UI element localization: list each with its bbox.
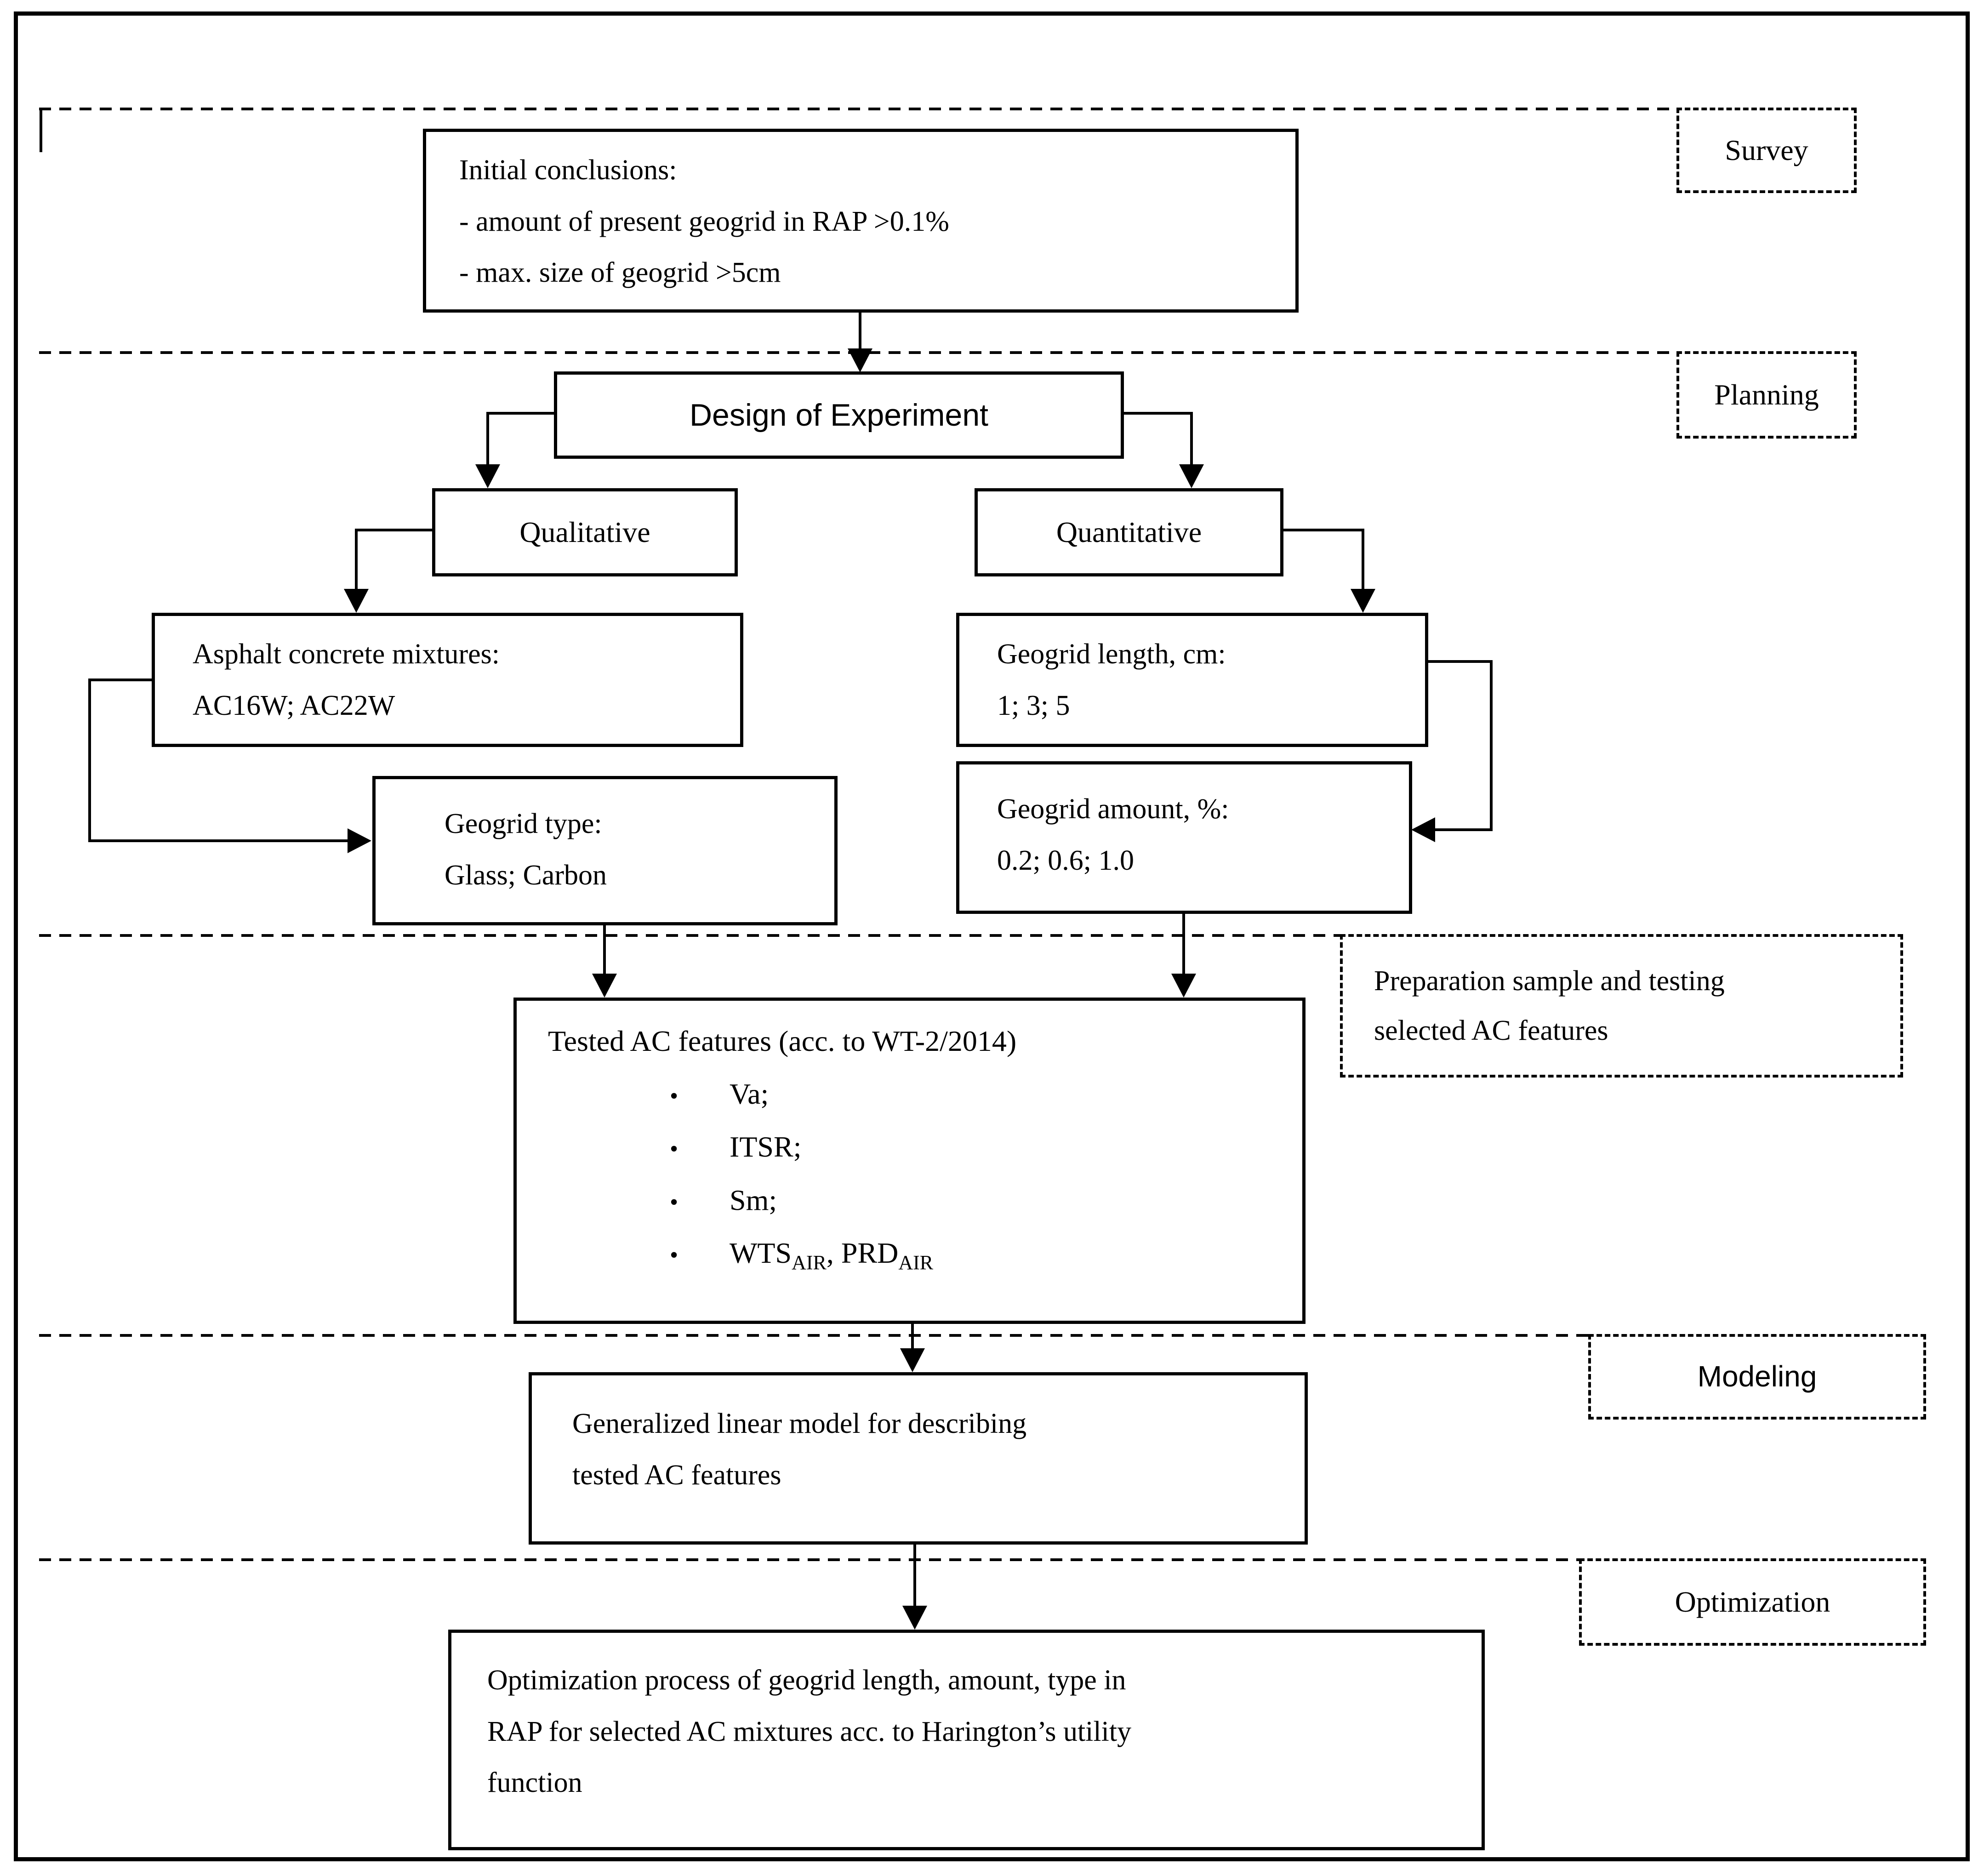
phase-label-modeling: Modeling [1588,1334,1926,1420]
connector-qualitative-to-asphalt-v [355,529,358,591]
initial-conclusions-line2: - amount of present geogrid in RAP >0.1% [459,205,949,237]
cursor-artifact [40,108,42,152]
geogrid-length-line1: Geogrid length, cm: [997,639,1226,670]
connector-quantitative-to-length-h [1283,529,1364,531]
phase-label-preparation: Preparation sample and testing selected … [1340,934,1903,1078]
arrowhead-type-to-tested [592,974,617,998]
geogrid-amount-box: Geogrid amount, %: 0.2; 0.6; 1.0 [956,761,1412,914]
connector-length-to-amount-h2 [1435,828,1493,831]
tested-ac-item: • Sm; [670,1174,1293,1226]
preparation-label-line1: Preparation sample and testing [1374,965,1725,997]
bullet-icon: • [670,1189,678,1215]
connector-glm-to-optimization [913,1545,916,1607]
optimization-process-line2: RAP for selected AC mixtures acc. to Har… [487,1716,1132,1747]
optimization-label-text: Optimization [1675,1585,1830,1619]
geogrid-type-line2: Glass; Carbon [445,859,607,891]
connector-asphalt-to-type-h1 [88,679,153,681]
preparation-phase-line [39,934,1340,937]
geogrid-type-line1: Geogrid type: [445,808,602,839]
tested-ac-item-text: Sm; [730,1183,777,1216]
tested-ac-features-box: Tested AC features (acc. to WT-2/2014) •… [513,998,1306,1324]
figure-border [14,11,1970,1861]
optimization-phase-line [39,1558,1579,1561]
connector-amount-to-tested [1182,914,1185,975]
tested-ac-item-text: WTSAIR, PRDAIR [730,1236,934,1274]
modeling-label-text: Modeling [1697,1360,1817,1393]
survey-label-text: Survey [1725,134,1808,167]
connector-asphalt-to-type-v [88,679,91,842]
connector-qualitative-to-asphalt-h [355,529,433,531]
glm-line2: tested AC features [572,1459,781,1491]
arrowhead-tested-to-glm [900,1348,925,1372]
qualitative-box: Qualitative [432,488,738,576]
connector-doe-to-quantitative-h [1124,412,1193,415]
modeling-phase-line [39,1334,1588,1337]
quantitative-box: Quantitative [975,488,1283,576]
phase-label-planning: Planning [1676,351,1857,439]
phase-label-survey: Survey [1676,108,1857,193]
tested-ac-item-text: Va; [730,1078,769,1111]
geogrid-amount-line1: Geogrid amount, %: [997,793,1229,825]
optimization-process-line1: Optimization process of geogrid length, … [487,1665,1126,1696]
arrowhead-quantitative-to-length [1351,589,1375,613]
arrowhead-amount-to-tested [1171,974,1196,998]
arrowhead-doe-to-quantitative [1179,464,1204,488]
phase-label-optimization: Optimization [1579,1558,1926,1646]
geogrid-type-box: Geogrid type: Glass; Carbon [372,776,838,925]
asphalt-mixtures-line1: Asphalt concrete mixtures: [193,639,500,670]
tested-ac-item: • ITSR; [670,1120,1293,1173]
connector-length-to-amount-v [1490,660,1493,831]
geogrid-amount-line2: 0.2; 0.6; 1.0 [997,844,1134,876]
tested-ac-item-text: ITSR; [730,1130,802,1163]
arrowhead-glm-to-optimization [902,1606,927,1630]
quantitative-title: Quantitative [1056,516,1202,549]
arrowhead-initial-to-doe [848,348,872,372]
design-of-experiment-box: Design of Experiment [554,371,1124,459]
arrowhead-doe-to-qualitative [475,464,500,488]
connector-initial-to-doe [859,313,861,350]
planning-label-text: Planning [1714,378,1819,411]
bullet-icon: • [670,1242,678,1268]
connector-length-to-amount-h1 [1427,660,1493,663]
bullet-icon: • [670,1136,678,1163]
initial-conclusions-box: Initial conclusions: - amount of present… [423,129,1299,313]
connector-doe-to-quantitative-v [1190,412,1193,467]
tested-ac-title: Tested AC features (acc. to WT-2/2014) [548,1025,1017,1057]
connector-tested-to-glm [911,1324,914,1351]
qualitative-title: Qualitative [519,516,650,549]
connector-doe-to-qualitative-v [486,412,489,467]
connector-quantitative-to-length-v [1362,529,1364,591]
geogrid-length-box: Geogrid length, cm: 1; 3; 5 [956,613,1428,747]
survey-phase-line [39,108,1676,110]
connector-type-to-tested [603,925,606,975]
glm-line1: Generalized linear model for describing [572,1408,1027,1439]
initial-conclusions-line3: - max. size of geogrid >5cm [459,257,781,289]
tested-ac-item: • WTSAIR, PRDAIR [670,1226,1293,1281]
asphalt-mixtures-box: Asphalt concrete mixtures: AC16W; AC22W [152,613,743,747]
arrowhead-length-to-amount [1411,817,1435,842]
arrowhead-asphalt-to-type [348,828,371,853]
tested-ac-item: • Va; [670,1067,1293,1120]
design-of-experiment-title: Design of Experiment [689,398,989,433]
generalized-linear-model-box: Generalized linear model for describing … [529,1372,1308,1545]
preparation-label-line2: selected AC features [1374,1015,1608,1046]
connector-asphalt-to-type-h2 [88,839,349,842]
bullet-icon: • [670,1083,678,1110]
connector-doe-to-qualitative-h [486,412,555,415]
optimization-process-line3: function [487,1767,582,1799]
geogrid-length-line2: 1; 3; 5 [997,690,1070,721]
initial-conclusions-line1: Initial conclusions: [459,154,677,186]
arrowhead-qualitative-to-asphalt [344,589,369,613]
optimization-process-box: Optimization process of geogrid length, … [448,1630,1485,1850]
asphalt-mixtures-line2: AC16W; AC22W [193,690,395,721]
